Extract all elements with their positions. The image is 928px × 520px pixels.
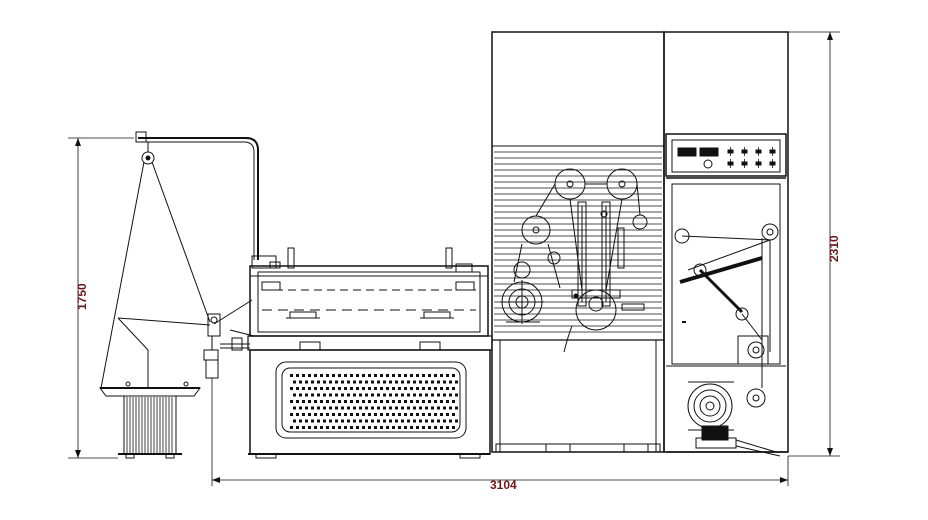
payoff-stand [99,131,259,459]
takeup-reel [687,383,733,429]
drawing-machine [213,247,493,459]
dimension-lines [68,31,840,486]
upper-pulley-right [606,168,638,200]
upper-pulley-left [554,168,586,200]
takeup-cabinet [663,31,789,457]
dim-height-left: 1750 [75,283,89,310]
dim-height-right: 2310 [827,235,841,262]
guide-pulley [141,151,155,165]
capstan-cabinet [491,31,665,453]
dim-total-length: 3104 [490,478,517,492]
tension-pulley [761,223,779,241]
control-panel [665,133,787,177]
payoff-spool [99,381,201,459]
